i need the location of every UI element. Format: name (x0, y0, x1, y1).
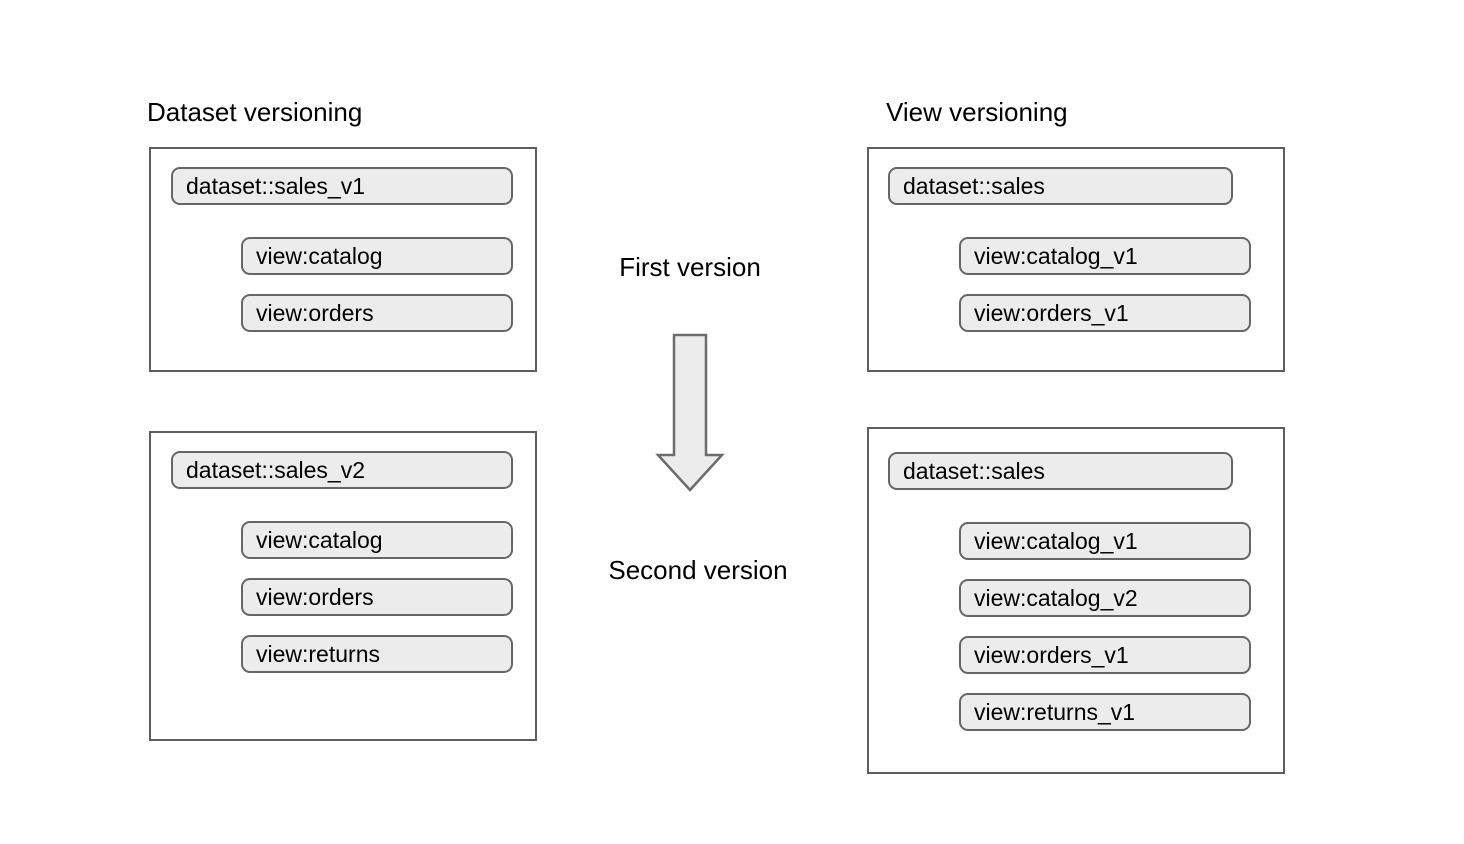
dataset-pill-sales-v2[interactable]: dataset::sales_v2 (171, 451, 513, 489)
center-label-first-version: First version (619, 252, 761, 282)
group-box-dataset-versioning-first: dataset::sales_v1 view:catalog view:orde… (149, 147, 537, 372)
dataset-pill-sales[interactable]: dataset::sales (888, 452, 1233, 490)
view-pill-orders[interactable]: view:orders (241, 578, 513, 616)
center-label-second-version: Second version (608, 555, 788, 585)
view-pill-orders-v1[interactable]: view:orders_v1 (959, 636, 1251, 674)
dataset-pill-sales-v1[interactable]: dataset::sales_v1 (171, 167, 513, 205)
view-pill-catalog-v1[interactable]: view:catalog_v1 (959, 237, 1251, 275)
view-pill-catalog[interactable]: view:catalog (241, 521, 513, 559)
column-title-view-versioning: View versioning (886, 97, 1068, 127)
view-pill-orders-v1[interactable]: view:orders_v1 (959, 294, 1251, 332)
view-pill-orders[interactable]: view:orders (241, 294, 513, 332)
view-pill-catalog-v2[interactable]: view:catalog_v2 (959, 579, 1251, 617)
group-box-dataset-versioning-second: dataset::sales_v2 view:catalog view:orde… (149, 431, 537, 741)
view-pill-returns[interactable]: view:returns (241, 635, 513, 673)
view-pill-catalog-v1[interactable]: view:catalog_v1 (959, 522, 1251, 560)
view-pill-catalog[interactable]: view:catalog (241, 237, 513, 275)
column-title-dataset-versioning: Dataset versioning (147, 97, 363, 127)
group-box-view-versioning-first: dataset::sales view:catalog_v1 view:orde… (867, 147, 1285, 372)
down-arrow-icon (650, 333, 730, 495)
dataset-pill-sales[interactable]: dataset::sales (888, 167, 1233, 205)
view-pill-returns-v1[interactable]: view:returns_v1 (959, 693, 1251, 731)
group-box-view-versioning-second: dataset::sales view:catalog_v1 view:cata… (867, 427, 1285, 774)
